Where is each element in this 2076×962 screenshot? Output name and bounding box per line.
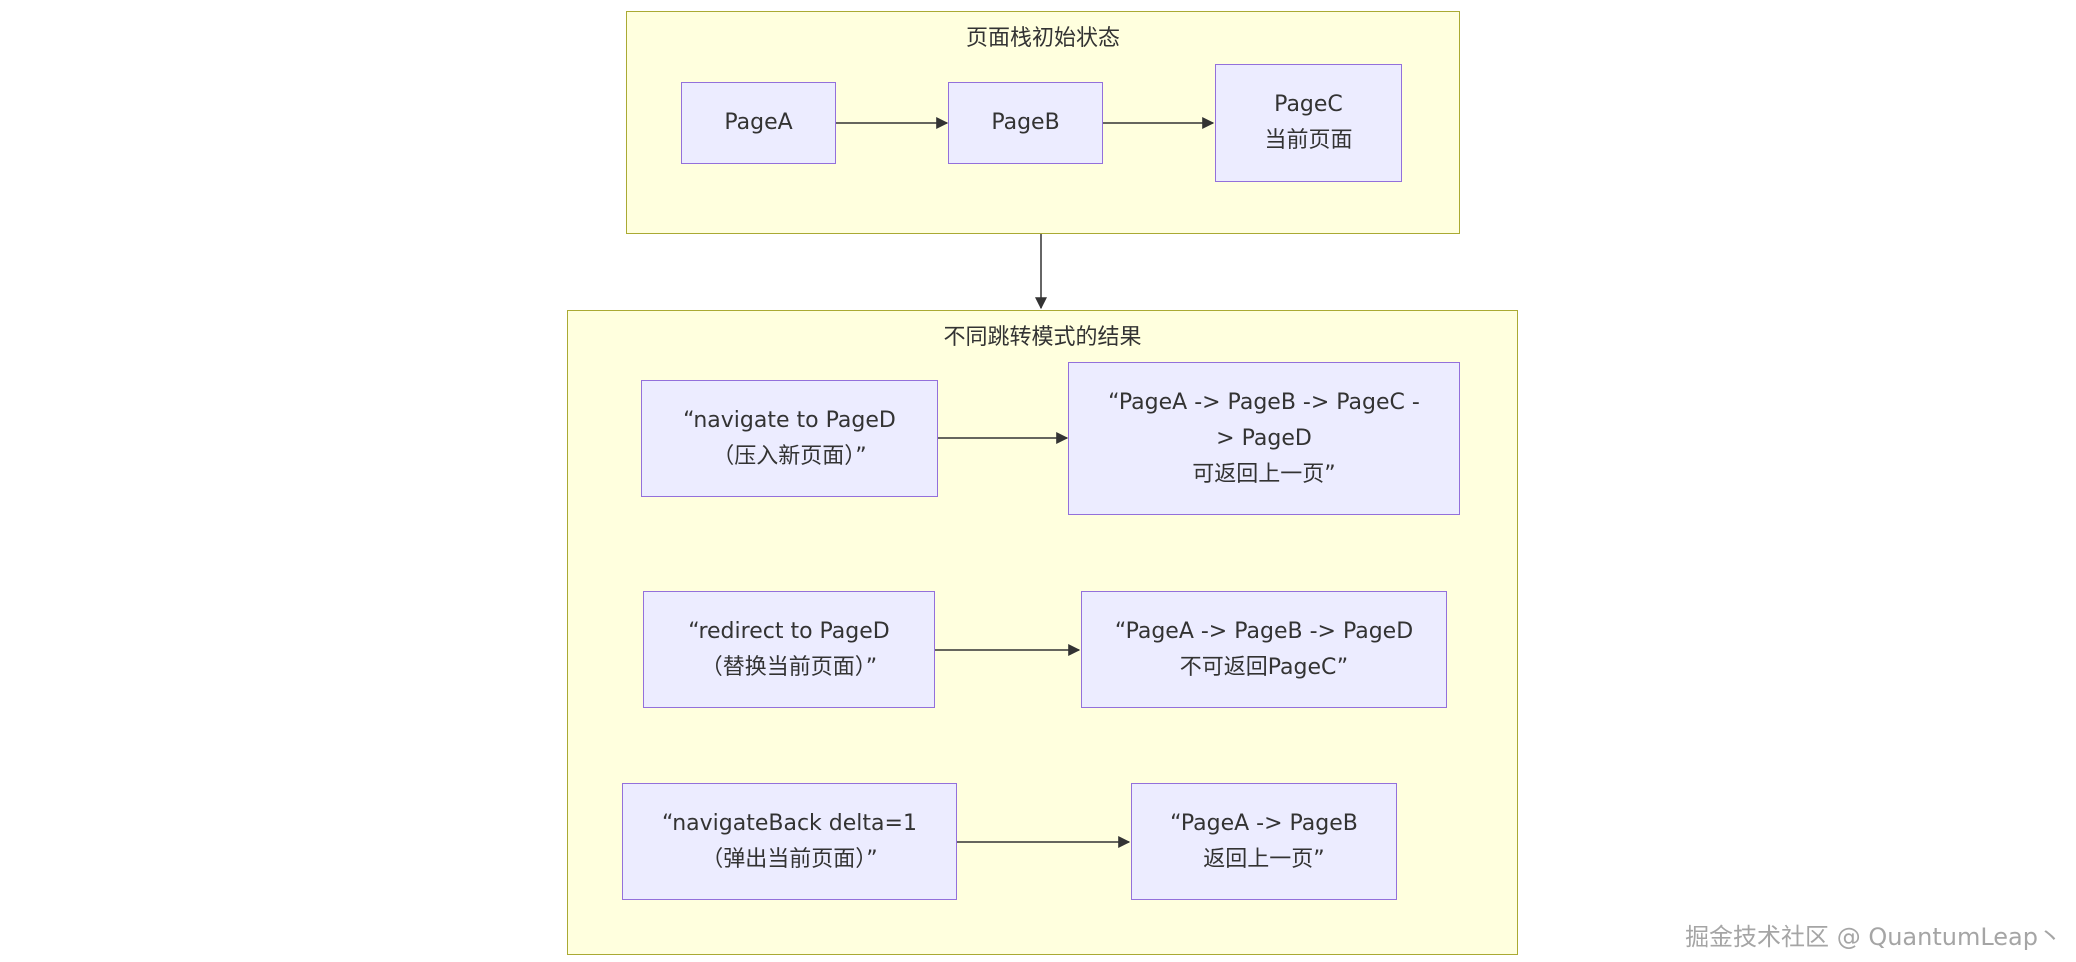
node-page-c-current: PageC 当前页面 (1215, 64, 1402, 182)
node-redirect: “redirect to PageD （替换当前页面）” (643, 591, 935, 708)
node-navigate: “navigate to PageD （压入新页面）” (641, 380, 938, 497)
node-navigate-result-label: “PageA -> PageB -> PageC - > PageD 可返回上一… (1108, 389, 1420, 487)
node-page-a-label: PageA (724, 110, 793, 135)
node-navigate-back-label: “navigateBack delta=1 （弹出当前页面）” (662, 810, 917, 872)
node-navigate-back: “navigateBack delta=1 （弹出当前页面）” (622, 783, 957, 900)
node-page-b: PageB (948, 82, 1103, 164)
node-page-b-label: PageB (991, 110, 1060, 135)
node-page-a: PageA (681, 82, 836, 164)
node-redirect-result-label: “PageA -> PageB -> PageD 不可返回PageC” (1114, 618, 1414, 680)
results-title: 不同跳转模式的结果 (943, 325, 1142, 350)
node-navigate-back-result: “PageA -> PageB 返回上一页” (1131, 783, 1397, 900)
node-navigate-label: “navigate to PageD （压入新页面）” (683, 407, 896, 469)
node-navigate-back-result-label: “PageA -> PageB 返回上一页” (1170, 810, 1358, 872)
node-redirect-label: “redirect to PageD （替换当前页面）” (688, 618, 890, 680)
initial-stack-title: 页面栈初始状态 (965, 26, 1120, 51)
node-page-c-label: PageC 当前页面 (1264, 92, 1353, 153)
node-navigate-result: “PageA -> PageB -> PageC - > PageD 可返回上一… (1068, 362, 1460, 515)
node-redirect-result: “PageA -> PageB -> PageD 不可返回PageC” (1081, 591, 1447, 708)
watermark: 掘金技术社区 @ QuantumLeap丶 (1685, 923, 2062, 951)
